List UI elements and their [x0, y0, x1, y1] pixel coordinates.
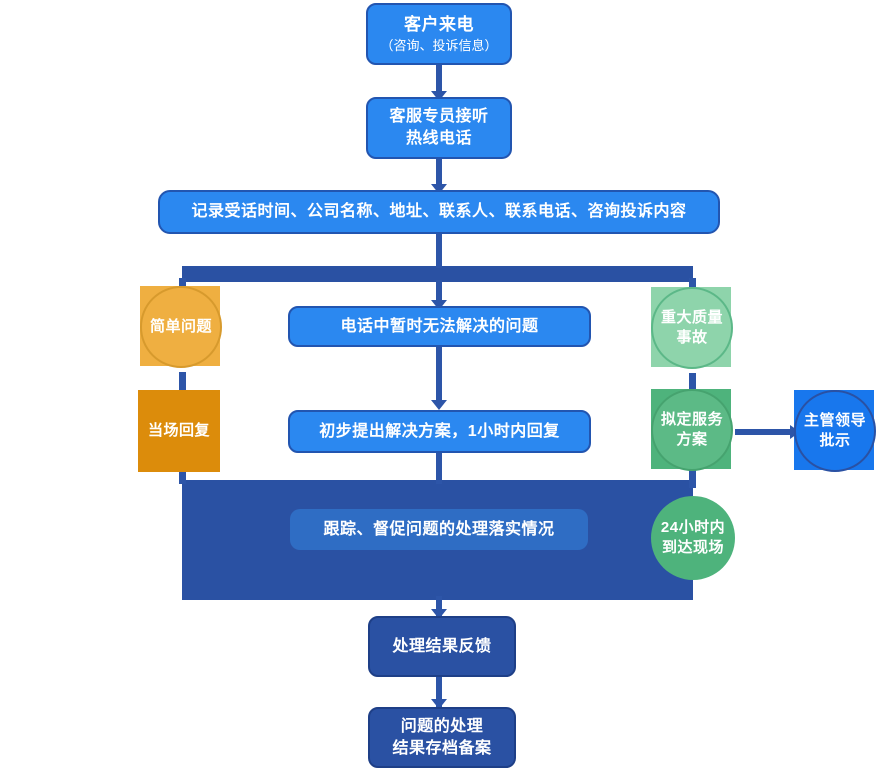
node-customer-call[interactable]: 客户来电 （咨询、投诉信息） — [366, 3, 512, 65]
connector-propose-to-panel — [436, 452, 442, 484]
arrowhead-split-to-unresolved — [431, 300, 447, 310]
node-archive-record-label: 问题的处理 结果存档备案 — [392, 717, 492, 757]
node-draft-service-plan-label: 拟定服务 方案 — [660, 410, 723, 448]
connector-draft-to-leader — [735, 429, 797, 435]
node-result-feedback[interactable]: 处理结果反馈 — [368, 616, 516, 677]
connector-draft-to-arrive — [689, 466, 696, 488]
node-simple-issue[interactable]: 简单问题 — [140, 286, 222, 368]
node-answer-hotline-label: 客服专员接听 热线电话 — [389, 108, 489, 147]
node-major-quality-accident-label: 重大质量 事故 — [660, 308, 723, 346]
node-leader-instruction-label: 主管领导 批示 — [803, 411, 866, 449]
arrowhead-panel-to-feedback — [431, 609, 447, 619]
node-major-quality-accident[interactable]: 重大质量 事故 — [651, 287, 733, 369]
node-propose-solution[interactable]: 初步提出解决方案，1小时内回复 — [288, 410, 591, 453]
connector-major-to-draft — [689, 373, 696, 393]
node-on-site-reply[interactable]: 当场回复 — [138, 390, 220, 472]
node-on-site-reply-label: 当场回复 — [147, 421, 210, 439]
node-customer-call-subtitle: （咨询、投诉信息） — [380, 37, 498, 53]
node-customer-call-title: 客户来电 — [404, 14, 474, 34]
connector-start-to-answer — [436, 63, 442, 97]
connector-unresolved-to-propose — [436, 346, 442, 406]
arrowhead-start-to-answer — [431, 91, 447, 101]
connector-panel-to-feedback — [436, 596, 442, 616]
node-record-info-label: 记录受话时间、公司名称、地址、联系人、联系电话、咨询投诉内容 — [191, 203, 687, 221]
node-draft-service-plan[interactable]: 拟定服务 方案 — [651, 389, 733, 471]
node-propose-solution-label: 初步提出解决方案，1小时内回复 — [319, 422, 560, 440]
node-arrive-24h-label: 24小时内 到达现场 — [660, 518, 726, 556]
connector-split-to-major — [689, 278, 696, 294]
connector-feedback-to-archive — [436, 677, 442, 707]
node-leader-instruction[interactable]: 主管领导 批示 — [794, 390, 876, 472]
arrowhead-unresolved-to-propose — [431, 400, 447, 410]
node-unresolved-on-call-label: 电话中暂时无法解决的问题 — [340, 317, 539, 335]
connector-split-to-unresolved — [436, 280, 442, 306]
node-track-supervise-label: 跟踪、督促问题的处理落实情况 — [323, 520, 555, 538]
arrowhead-feedback-to-archive — [431, 699, 447, 709]
node-result-feedback-label: 处理结果反馈 — [392, 637, 492, 655]
node-answer-hotline[interactable]: 客服专员接听 热线电话 — [366, 97, 512, 159]
node-simple-issue-label: 简单问题 — [149, 317, 212, 335]
split-bar-top — [182, 266, 693, 282]
node-archive-record[interactable]: 问题的处理 结果存档备案 — [368, 707, 516, 768]
connector-reply-to-panel — [179, 470, 186, 484]
connector-record-to-split — [436, 233, 442, 268]
connector-answer-to-record — [436, 158, 442, 190]
node-record-info[interactable]: 记录受话时间、公司名称、地址、联系人、联系电话、咨询投诉内容 — [158, 190, 720, 234]
node-unresolved-on-call[interactable]: 电话中暂时无法解决的问题 — [288, 306, 591, 347]
node-track-supervise[interactable]: 跟踪、督促问题的处理落实情况 — [290, 509, 588, 550]
connector-simple-to-reply — [179, 372, 186, 392]
node-arrive-24h[interactable]: 24小时内 到达现场 — [651, 496, 735, 580]
arrowhead-answer-to-record — [431, 184, 447, 194]
